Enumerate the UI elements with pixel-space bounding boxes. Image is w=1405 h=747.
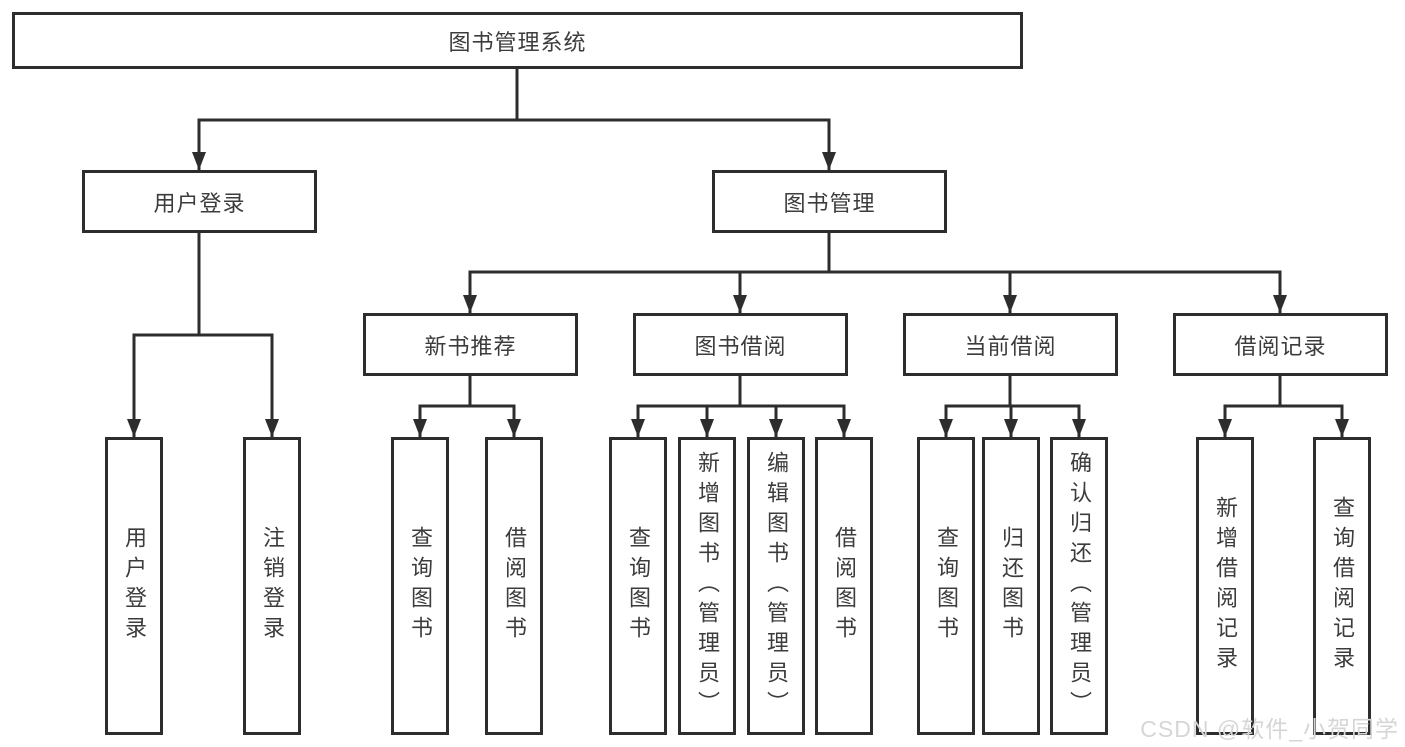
leaf-query-books-borrow: 查询图书 — [609, 437, 667, 735]
node-label: 图书管理系统 — [448, 29, 587, 55]
node-borrowing-records: 借阅记录 — [1173, 313, 1388, 376]
leaf-return-book: 归还图书 — [982, 437, 1040, 735]
node-library-system: 图书管理系统 — [12, 12, 1023, 69]
node-label: 新增图书（管理员） — [695, 451, 720, 721]
node-label: 确认归还（管理员） — [1067, 451, 1092, 721]
leaf-add-borrow-record: 新增借阅记录 — [1196, 437, 1254, 735]
leaf-edit-book-admin: 编辑图书（管理员） — [747, 437, 805, 735]
node-book-borrowing: 图书借阅 — [633, 313, 848, 376]
leaf-query-books-recommend: 查询图书 — [391, 437, 449, 735]
leaf-borrow-books-recommend: 借阅图书 — [485, 437, 543, 735]
node-label: 图书借阅 — [694, 333, 787, 359]
leaf-query-books-current: 查询图书 — [917, 437, 975, 735]
node-label: 查询图书 — [626, 526, 651, 646]
node-label: 编辑图书（管理员） — [764, 451, 789, 721]
node-label: 当前借阅 — [964, 333, 1057, 359]
leaf-confirm-return-admin: 确认归还（管理员） — [1050, 437, 1108, 735]
node-current-borrowing: 当前借阅 — [903, 313, 1118, 376]
node-user-login: 用户登录 — [82, 170, 317, 233]
node-book-management: 图书管理 — [712, 170, 947, 233]
arrowheads — [127, 152, 1349, 437]
node-label: 新书推荐 — [424, 333, 517, 359]
node-label: 新增借阅记录 — [1213, 496, 1238, 676]
node-label: 查询图书 — [408, 526, 433, 646]
node-label: 归还图书 — [999, 526, 1024, 646]
leaf-query-borrow-record: 查询借阅记录 — [1313, 437, 1371, 735]
node-label: 借阅记录 — [1234, 333, 1327, 359]
leaf-add-book-admin: 新增图书（管理员） — [678, 437, 736, 735]
leaf-logout: 注销登录 — [243, 437, 301, 735]
node-label: 借阅图书 — [502, 526, 527, 646]
leaf-user-login: 用户登录 — [105, 437, 163, 735]
node-label: 图书管理 — [783, 190, 876, 216]
node-label: 用户登录 — [153, 190, 246, 216]
leaf-borrow-books: 借阅图书 — [815, 437, 873, 735]
node-label: 用户登录 — [122, 526, 147, 646]
node-label: 借阅图书 — [832, 526, 857, 646]
node-label: 注销登录 — [260, 526, 285, 646]
node-label: 查询图书 — [934, 526, 959, 646]
node-label: 查询借阅记录 — [1330, 496, 1355, 676]
node-new-book-recommendation: 新书推荐 — [363, 313, 578, 376]
csdn-watermark: CSDN @软件_小贺同学 — [1140, 716, 1399, 742]
